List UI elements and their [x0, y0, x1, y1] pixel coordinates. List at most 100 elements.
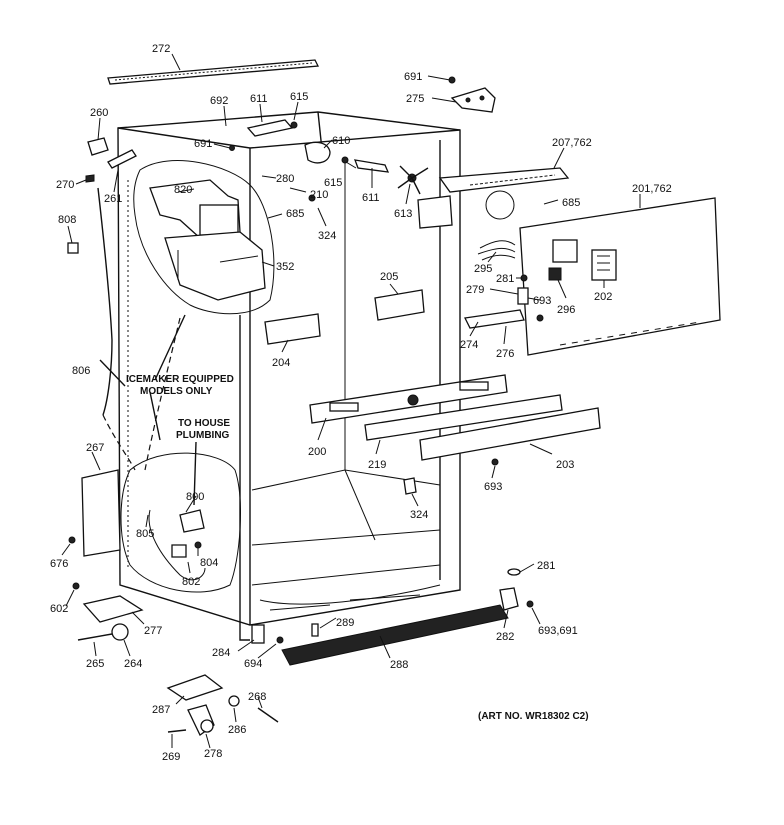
callout-692: 692	[210, 95, 228, 107]
part-268-screw	[257, 707, 279, 723]
part-265-bolt	[77, 633, 113, 641]
callout-277: 277	[144, 625, 162, 637]
part-806-tube	[97, 187, 113, 416]
part-201-762-panel	[519, 197, 721, 356]
callout-805: 805	[136, 528, 154, 540]
callout-296: 296	[557, 304, 575, 316]
callout-282: 282	[496, 631, 514, 643]
callout-286: 286	[228, 724, 246, 736]
callout-201-762: 201,762	[632, 183, 672, 195]
icemaker-note-line1: ICEMAKER EQUIPPED	[126, 374, 234, 385]
callout-611: 611	[250, 93, 268, 105]
part-286-nut	[228, 695, 240, 707]
art-number: (ART NO. WR18302 C2)	[478, 711, 589, 722]
icemaker-note-line2: MODELS ONLY	[140, 386, 213, 397]
callout-284: 284	[212, 647, 230, 659]
part-261-tube	[107, 149, 137, 169]
callout-289: 289	[336, 617, 354, 629]
callout-802: 802	[182, 576, 200, 588]
part-295-wires	[477, 240, 516, 261]
cabinet-body	[117, 111, 461, 641]
part-274-bracket	[464, 309, 525, 329]
callout-615-b: 615	[324, 177, 342, 189]
part-282-bracket	[499, 587, 519, 611]
callout-279: 279	[466, 284, 484, 296]
part-275-hinge	[450, 87, 496, 113]
callout-295: 295	[474, 263, 492, 275]
callout-207-762: 207,762	[552, 137, 592, 149]
icemaker-region	[133, 160, 275, 315]
callout-611-b: 611	[362, 192, 380, 204]
callout-694: 694	[244, 658, 262, 670]
part-287-bracket	[166, 674, 224, 701]
part-611-right	[353, 159, 390, 173]
part-352-bucket	[164, 231, 266, 301]
callout-288: 288	[390, 659, 408, 671]
callout-610: 610	[332, 135, 350, 147]
plumbing-region	[120, 452, 241, 593]
part-264-wheel	[111, 623, 129, 641]
part-260-fitting	[87, 137, 109, 156]
callout-676: 676	[50, 558, 68, 570]
callout-264: 264	[124, 658, 142, 670]
callout-804: 804	[200, 557, 218, 569]
callout-281: 281	[496, 273, 514, 285]
callout-272: 272	[152, 43, 170, 55]
callout-820: 820	[174, 184, 192, 196]
part-203-strip	[419, 407, 601, 461]
part-207-762-evaporator	[438, 167, 570, 193]
callout-274: 274	[460, 339, 478, 351]
callout-205: 205	[380, 271, 398, 283]
callout-685: 685	[286, 208, 304, 220]
callout-352: 352	[276, 261, 294, 273]
callout-260: 260	[90, 107, 108, 119]
part-219-strip	[364, 394, 563, 441]
parts	[67, 59, 721, 736]
plumbing-note-line1: TO HOUSE	[178, 418, 230, 429]
callout-270: 270	[56, 179, 74, 191]
callout-202: 202	[594, 291, 612, 303]
part-277-bracket	[82, 595, 144, 623]
callout-275: 275	[406, 93, 424, 105]
part-613-fan	[397, 165, 429, 195]
callout-693: 693	[533, 295, 551, 307]
part-202-switch	[591, 249, 617, 281]
part-800-valve	[179, 509, 205, 533]
callout-691-b: 691	[194, 138, 212, 150]
plumbing-note-line2: PLUMBING	[176, 430, 230, 441]
callout-280: 280	[276, 173, 294, 185]
callouts: 272 691 275 692 611 615 260 691 610 207,…	[50, 43, 672, 763]
part-808-part	[67, 242, 79, 254]
callout-324-b: 324	[410, 509, 428, 521]
callout-685-b: 685	[562, 197, 580, 209]
callout-210: 210	[310, 189, 328, 201]
callout-276: 276	[496, 348, 514, 360]
part-269-screw	[167, 729, 187, 733]
callout-200: 200	[308, 446, 326, 458]
callout-267: 267	[86, 442, 104, 454]
callout-800: 800	[186, 491, 204, 503]
callout-602: 602	[50, 603, 68, 615]
callout-324: 324	[318, 230, 336, 242]
callout-278: 278	[204, 748, 222, 760]
callout-281-b: 281	[537, 560, 555, 572]
callout-691: 691	[404, 71, 422, 83]
callout-615: 615	[290, 91, 308, 103]
callout-693-691: 693,691	[538, 625, 578, 637]
callout-261: 261	[104, 193, 122, 205]
callout-219: 219	[368, 459, 386, 471]
callout-203: 203	[556, 459, 574, 471]
part-272-strip	[107, 59, 320, 85]
part-284-bracket	[251, 624, 265, 644]
callout-613: 613	[394, 208, 412, 220]
callout-806: 806	[72, 365, 90, 377]
callout-204: 204	[272, 357, 290, 369]
part-610-motor	[304, 141, 331, 164]
callout-693-b: 693	[484, 481, 502, 493]
callout-269: 269	[162, 751, 180, 763]
part-267-panel	[81, 469, 121, 557]
callout-808: 808	[58, 214, 76, 226]
callout-265: 265	[86, 658, 104, 670]
annotations: ICEMAKER EQUIPPED MODELS ONLY TO HOUSE P…	[126, 374, 589, 722]
